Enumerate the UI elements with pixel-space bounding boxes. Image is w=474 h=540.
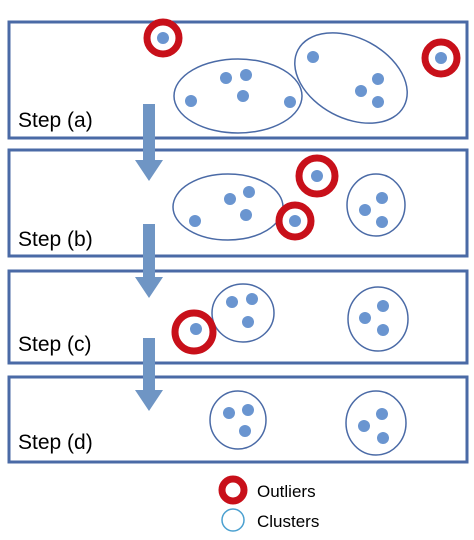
legend: Outliers Clusters [218, 475, 319, 532]
panel-frame [7, 148, 469, 258]
data-point [240, 69, 252, 81]
data-point [372, 96, 384, 108]
panel-step-d: Step (d) [7, 375, 469, 464]
data-point [243, 186, 255, 198]
data-point [355, 85, 367, 97]
cluster-legend-icon [221, 508, 245, 532]
data-point [359, 312, 371, 324]
data-point [220, 72, 232, 84]
step-label: Step (c) [18, 333, 92, 356]
data-point [376, 192, 388, 204]
data-point [226, 296, 238, 308]
down-arrow-icon [135, 338, 163, 411]
data-point [377, 324, 389, 336]
legend-clusters-label: Clusters [257, 512, 319, 531]
cluster-ellipse [347, 286, 409, 352]
data-point [376, 408, 388, 420]
step-label: Step (a) [18, 109, 93, 132]
data-point [242, 316, 254, 328]
data-point [377, 432, 389, 444]
cluster-ellipse [346, 173, 406, 237]
panel-frame [7, 269, 469, 365]
cluster-ellipse [345, 390, 407, 456]
data-point [359, 204, 371, 216]
panel-step-c: Step (c) [7, 269, 469, 365]
data-point [376, 216, 388, 228]
data-point [372, 73, 384, 85]
data-point [307, 51, 319, 63]
cluster-ellipse [294, 32, 408, 124]
data-point [239, 425, 251, 437]
legend-outliers-label: Outliers [257, 482, 316, 501]
data-point [157, 32, 169, 44]
data-point [224, 193, 236, 205]
step-label: Step (b) [18, 228, 93, 251]
cluster-ellipse [209, 390, 267, 450]
data-point [358, 420, 370, 432]
outlier-ring [143, 18, 183, 58]
data-point [185, 95, 197, 107]
outlier-ring [421, 38, 461, 78]
outlier-ring [275, 201, 315, 241]
cluster-ellipse [211, 283, 275, 343]
data-point [377, 300, 389, 312]
data-point [435, 52, 447, 64]
outlier-ring [295, 154, 339, 198]
down-arrow-icon [135, 104, 163, 181]
data-point [242, 404, 254, 416]
data-point [190, 323, 202, 335]
data-point [237, 90, 249, 102]
panel-step-a: Step (a) [7, 18, 469, 140]
data-point [189, 215, 201, 227]
down-arrow-icon [135, 224, 163, 298]
data-point [284, 96, 296, 108]
data-point [289, 215, 301, 227]
outlier-ring [171, 309, 217, 355]
cluster-ellipse [173, 58, 303, 134]
panel-step-b: Step (b) [7, 148, 469, 258]
data-point [246, 293, 258, 305]
step-label: Step (d) [18, 431, 93, 454]
data-point [223, 407, 235, 419]
data-point [240, 209, 252, 221]
data-point [311, 170, 323, 182]
outlier-legend-icon [218, 475, 248, 505]
